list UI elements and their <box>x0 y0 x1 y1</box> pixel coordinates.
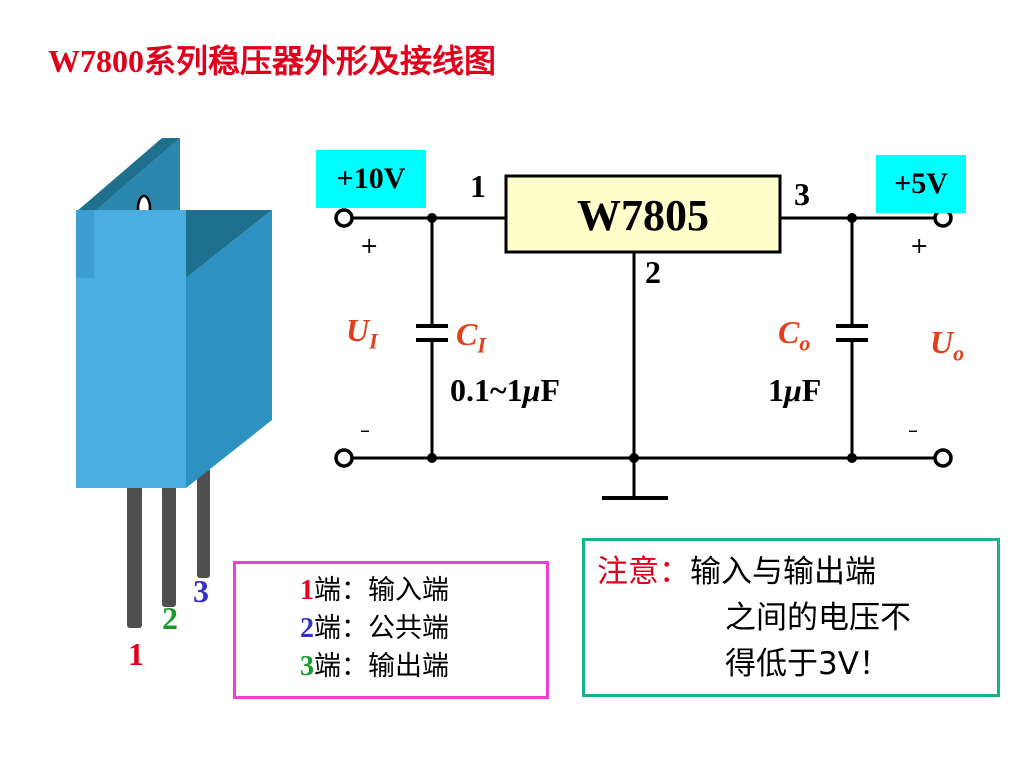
input-voltage-symbol: UI <box>346 312 378 354</box>
output-voltage-label: +5V <box>876 155 966 213</box>
capacitor-co-value: 1μF <box>768 372 822 408</box>
legend-row-input: 1端：输入端 <box>300 575 449 606</box>
capacitor-co-label: Co <box>778 314 811 356</box>
junction-dot <box>629 453 639 463</box>
input-minus-sign: – <box>360 418 370 442</box>
pin-legend: 1端：输入端 2端：公共端 3端：输出端 <box>233 561 549 699</box>
output-plus-sign: + <box>910 234 929 259</box>
page-title: W7800系列稳压器外形及接线图 <box>48 43 497 79</box>
package-side-face <box>186 210 272 488</box>
package-pin-3 <box>197 468 210 578</box>
capacitor-ci-label: CI <box>456 316 486 358</box>
regulator-label: W7805 <box>577 191 709 240</box>
legend-row-common: 2端：公共端 <box>300 613 449 644</box>
junction-dot <box>427 213 437 223</box>
input-terminal-negative <box>334 448 354 468</box>
legend-row-output: 3端：输出端 <box>300 651 449 682</box>
regulator-package-illustration <box>76 138 272 628</box>
input-terminal-positive <box>334 208 354 228</box>
junction-dot <box>427 453 437 463</box>
package-pin-label-1: 1 <box>128 636 144 672</box>
note-line-2: 之间的电压不 <box>725 600 911 636</box>
output-terminal-negative <box>933 448 953 468</box>
input-plus-sign: + <box>360 234 379 259</box>
package-pin-2 <box>162 475 176 607</box>
junction-dot <box>847 213 857 223</box>
package-pin-label-3: 3 <box>193 573 209 609</box>
note-box: 注意：输入与输出端 之间的电压不 得低于3V！ <box>582 538 1000 697</box>
input-voltage-label: +10V <box>316 150 426 208</box>
pin-number-input: 1 <box>470 168 486 204</box>
package-pin-label-2: 2 <box>162 600 178 636</box>
package-front-face <box>76 210 186 488</box>
pin-number-ground: 2 <box>645 254 661 290</box>
capacitor-ci-value: 0.1~1μF <box>450 372 560 408</box>
junction-dot <box>847 453 857 463</box>
note-line-3: 得低于3V！ <box>725 646 890 682</box>
package-pin-1 <box>127 478 142 628</box>
note-line-1: 注意：输入与输出端 <box>597 554 876 590</box>
output-minus-sign: – <box>908 418 918 442</box>
regulator-block <box>504 174 782 254</box>
output-voltage-symbol: Uo <box>930 324 965 366</box>
circuit-schematic <box>334 174 953 500</box>
pin-number-output: 3 <box>794 176 810 212</box>
